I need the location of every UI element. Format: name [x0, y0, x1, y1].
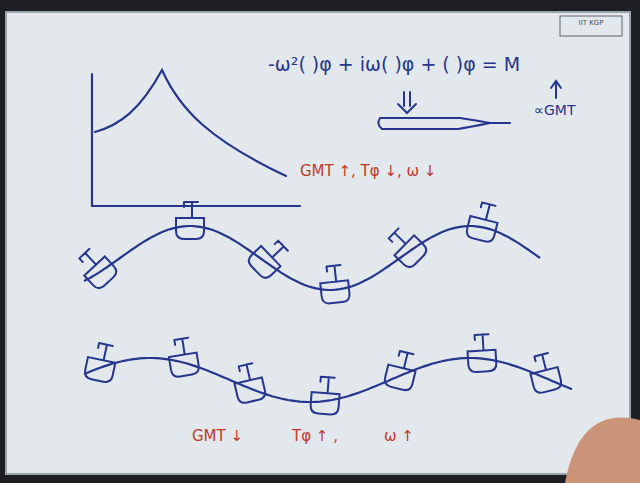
wave-sketches [73, 201, 572, 416]
proportional-note: ∝GMT [534, 103, 575, 118]
ship-section [310, 376, 341, 415]
ship-section [166, 337, 199, 378]
hull-outline [383, 224, 429, 270]
wave-profile [84, 226, 540, 290]
ship-section [383, 224, 429, 270]
hull-outline [319, 264, 351, 304]
board-surface [6, 12, 630, 474]
ship-section [231, 362, 267, 404]
hull-outline [467, 334, 497, 373]
ship-section [73, 245, 119, 291]
ship-section [176, 202, 204, 239]
hull-outline [84, 341, 119, 383]
hull-outline [465, 201, 501, 244]
ship-section [465, 201, 501, 244]
ship-section [84, 341, 119, 383]
hull-outline [231, 362, 267, 404]
hull-outline [176, 202, 204, 239]
response-curve [95, 70, 286, 176]
ship-section [246, 235, 292, 281]
ship-plan-sketch [378, 81, 561, 129]
ship-section [383, 349, 419, 392]
stamp-text: IIT KGP [579, 20, 604, 28]
trend-note: ω ↑ [384, 428, 414, 445]
hull-outline [310, 376, 341, 415]
ship-section [319, 264, 351, 304]
ship-section [527, 352, 563, 395]
up-arrow [551, 81, 561, 98]
hull-outline [73, 245, 119, 291]
down-double-arrow [398, 92, 416, 113]
board-edge [6, 12, 630, 474]
response-graph [92, 70, 300, 206]
ship-bow-line [490, 122, 510, 124]
trend-note: GMT ↓ [192, 428, 243, 445]
ship-plan-view [378, 118, 490, 129]
stamp-box [560, 16, 622, 36]
trend-note: GMT ↑, Tφ ↓, ω ↓ [300, 163, 436, 180]
hull-outline [246, 235, 292, 281]
equation: -ω²( )φ + iω( )φ + ( )φ = M [268, 54, 520, 75]
presenter-hand [565, 418, 640, 483]
hull-outline [166, 337, 199, 378]
ship-section [467, 334, 497, 373]
graph-axes [92, 74, 300, 206]
hull-outline [383, 349, 419, 392]
trend-note: Tφ ↑ , [292, 428, 338, 445]
hull-outline [527, 352, 563, 395]
